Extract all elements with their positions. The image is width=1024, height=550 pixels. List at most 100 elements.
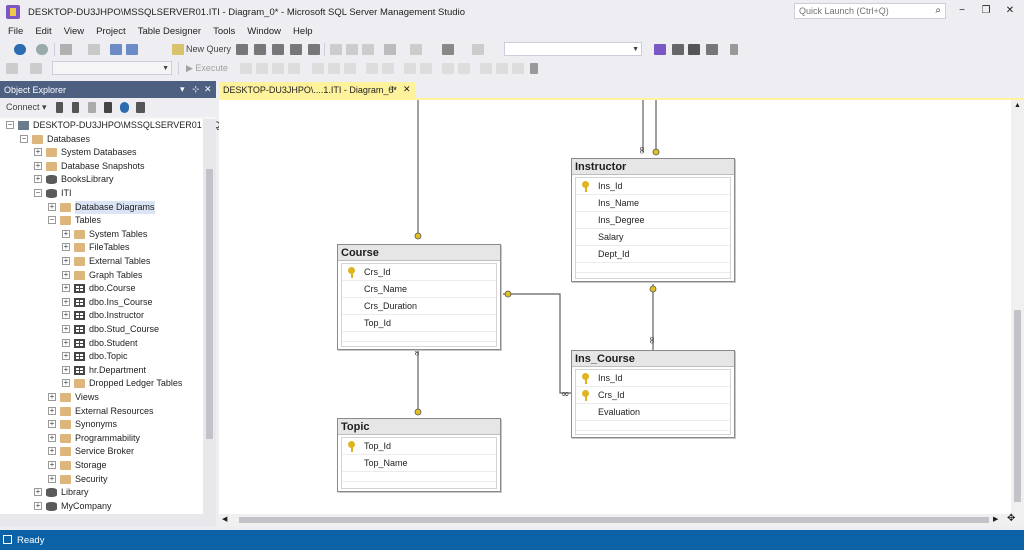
expand-icon[interactable]: + bbox=[48, 460, 56, 469]
new-query-button[interactable]: New Query bbox=[186, 44, 232, 54]
quick-launch-input[interactable] bbox=[799, 6, 929, 16]
table-title[interactable]: Ins_Course bbox=[572, 351, 734, 367]
expand-icon[interactable]: + bbox=[48, 201, 56, 211]
expand-icon[interactable]: + bbox=[48, 432, 56, 442]
scrollbar-thumb[interactable] bbox=[1014, 310, 1021, 502]
minimize-button[interactable]: − bbox=[959, 5, 965, 16]
diagram-table-instructor[interactable]: Instructor Ins_Id Ins_Name Ins_Degree Sa… bbox=[571, 158, 735, 282]
stop-icon[interactable] bbox=[88, 102, 96, 113]
column-row[interactable]: Ins_Id bbox=[576, 178, 730, 195]
save-all-icon[interactable] bbox=[126, 44, 138, 55]
connect-icon[interactable] bbox=[6, 63, 18, 74]
expand-icon[interactable]: + bbox=[62, 242, 70, 252]
results-to-grid-icon[interactable] bbox=[328, 63, 340, 74]
uncomment-icon[interactable] bbox=[382, 63, 394, 74]
disconnect-icon[interactable] bbox=[30, 63, 42, 74]
table-title[interactable]: Course bbox=[338, 245, 500, 261]
parse-icon[interactable] bbox=[256, 63, 268, 74]
expand-icon[interactable]: + bbox=[34, 160, 42, 170]
expand-icon[interactable]: + bbox=[62, 310, 70, 320]
column-row[interactable]: Dept_Id bbox=[576, 246, 730, 263]
expand-icon[interactable]: + bbox=[34, 500, 42, 510]
tab-diagram[interactable]: DESKTOP-DU3JHPO\....1.ITI - Diagram_0* ⊹… bbox=[219, 82, 415, 98]
column-row[interactable]: Ins_Degree bbox=[576, 212, 730, 229]
scroll-right-icon[interactable]: ▶ bbox=[993, 516, 999, 523]
column-row[interactable]: Top_Id bbox=[342, 315, 496, 332]
expand-icon[interactable]: + bbox=[34, 174, 42, 184]
menu-file[interactable]: File bbox=[8, 26, 24, 37]
column-row[interactable]: Ins_Id bbox=[576, 370, 730, 387]
window-position-icon[interactable]: ▾ bbox=[180, 84, 185, 94]
expand-icon[interactable]: + bbox=[62, 269, 70, 279]
collapse-icon[interactable]: − bbox=[48, 215, 56, 225]
menu-tools[interactable]: Tools bbox=[213, 26, 236, 37]
intellisense-icon[interactable] bbox=[458, 63, 470, 74]
undo-icon[interactable] bbox=[384, 44, 396, 55]
column-row-empty[interactable] bbox=[576, 421, 730, 431]
expand-icon[interactable]: + bbox=[48, 473, 56, 483]
expand-icon[interactable]: + bbox=[62, 337, 70, 347]
column-row[interactable]: Crs_Id bbox=[342, 264, 496, 281]
dax-query-icon[interactable] bbox=[308, 44, 320, 55]
activity-monitor-icon[interactable] bbox=[136, 102, 145, 113]
diagram-canvas[interactable]: ∞ ∞ ∞ ∞ Instructor Ins_Id Ins_Name Ins_D… bbox=[219, 100, 1011, 514]
cut-icon[interactable] bbox=[330, 44, 342, 55]
xmla-query-icon[interactable] bbox=[290, 44, 302, 55]
new-query-icon[interactable] bbox=[172, 44, 184, 55]
clear-bookmarks-icon[interactable] bbox=[512, 63, 524, 74]
table-title[interactable]: Instructor bbox=[572, 159, 734, 175]
diagram-vertical-scrollbar[interactable]: ▲ bbox=[1011, 100, 1024, 514]
expand-icon[interactable]: + bbox=[34, 147, 42, 157]
close-window-button[interactable]: ✕ bbox=[1005, 5, 1015, 16]
disconnect-icon[interactable] bbox=[72, 102, 79, 113]
results-to-text-icon[interactable] bbox=[312, 63, 324, 74]
paste-icon[interactable] bbox=[362, 44, 374, 55]
expand-icon[interactable]: + bbox=[48, 446, 56, 456]
expand-icon[interactable]: + bbox=[48, 405, 56, 415]
column-row[interactable]: Salary bbox=[576, 229, 730, 246]
expand-icon[interactable]: + bbox=[62, 364, 70, 374]
new-project-icon[interactable] bbox=[60, 44, 72, 55]
forward-icon[interactable] bbox=[36, 44, 48, 55]
menu-help[interactable]: Help bbox=[293, 26, 313, 37]
search-icon[interactable]: ⌕ bbox=[935, 5, 941, 16]
toolbox-icon[interactable] bbox=[688, 44, 700, 55]
bookmark-icon[interactable] bbox=[480, 63, 492, 74]
toolbar-options-icon[interactable] bbox=[530, 63, 538, 74]
collapse-icon[interactable]: − bbox=[6, 120, 14, 129]
column-row[interactable]: Crs_Duration bbox=[342, 298, 496, 315]
connect-dropdown[interactable]: Connect ▾ bbox=[6, 102, 47, 112]
expand-icon[interactable]: + bbox=[62, 228, 70, 238]
column-row[interactable]: Crs_Id bbox=[576, 387, 730, 404]
diagram-table-ins-course[interactable]: Ins_Course Ins_Id Crs_Id Evaluation bbox=[571, 350, 735, 438]
menu-view[interactable]: View bbox=[63, 26, 85, 37]
cancel-query-icon[interactable] bbox=[240, 63, 252, 74]
execute-button[interactable]: ▶ Execute bbox=[186, 63, 228, 73]
navigator-icon[interactable]: ✥ bbox=[1007, 513, 1016, 524]
menu-edit[interactable]: Edit bbox=[35, 26, 52, 37]
refresh-icon[interactable] bbox=[120, 102, 129, 113]
window-layout-icon[interactable] bbox=[706, 44, 718, 55]
results-to-file-icon[interactable] bbox=[344, 63, 356, 74]
open-file-icon[interactable] bbox=[88, 44, 100, 55]
column-row[interactable]: Top_Name bbox=[342, 455, 496, 472]
query-designer-icon[interactable] bbox=[288, 63, 300, 74]
mdx-query-icon[interactable] bbox=[254, 44, 266, 55]
column-row-empty[interactable] bbox=[342, 332, 496, 342]
expand-icon[interactable]: + bbox=[62, 351, 70, 361]
scrollbar-thumb[interactable] bbox=[239, 517, 989, 523]
menu-project[interactable]: Project bbox=[96, 26, 126, 37]
dmx-query-icon[interactable] bbox=[272, 44, 284, 55]
next-bookmark-icon[interactable] bbox=[496, 63, 508, 74]
connect-object-explorer-icon[interactable] bbox=[56, 102, 63, 113]
collapse-icon[interactable]: − bbox=[34, 188, 42, 197]
menu-window[interactable]: Window bbox=[247, 26, 282, 37]
filter-icon[interactable] bbox=[104, 102, 112, 113]
close-tab-icon[interactable]: ✕ bbox=[403, 84, 411, 94]
expand-icon[interactable]: + bbox=[62, 256, 70, 265]
expand-icon[interactable]: + bbox=[34, 487, 42, 497]
solution-platform-dropdown[interactable]: ▼ bbox=[504, 42, 642, 56]
object-explorer-scrollbar[interactable] bbox=[203, 119, 216, 514]
quick-launch-box[interactable]: ⌕ bbox=[794, 3, 946, 19]
back-icon[interactable] bbox=[14, 44, 26, 55]
